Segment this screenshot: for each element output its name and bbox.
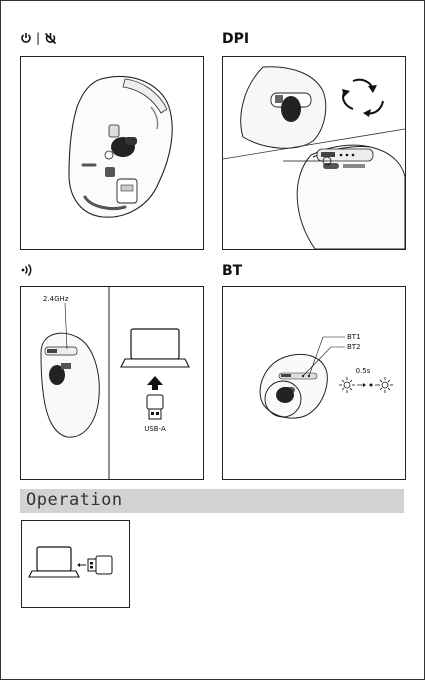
usb-a-label: USB-A [144, 425, 166, 433]
wireless-illustration: 2.4GHz USB-A [21, 287, 203, 479]
bt2-label: BT2 [347, 343, 361, 351]
power-off-icon [44, 32, 57, 45]
operation-header: Operation [20, 489, 404, 513]
operation-panel [21, 520, 130, 608]
wireless-signal-icon [20, 263, 34, 277]
bt1-label: BT1 [347, 333, 361, 341]
dpi-panel [222, 56, 406, 250]
bt-section-title: BT [222, 263, 242, 279]
power-separator: | [36, 31, 40, 45]
wireless-section-title [20, 263, 34, 277]
mouse-bottom-illustration [21, 57, 203, 249]
dpi-section-title: DPI [222, 31, 249, 47]
wireless-panel: 2.4GHz USB-A [20, 286, 204, 480]
power-icon [20, 32, 32, 44]
bt-panel: BT1 BT2 0.5s [222, 286, 406, 480]
dpi-illustration [223, 57, 405, 249]
power-switch-panel [20, 56, 204, 250]
bt-illustration: BT1 BT2 0.5s [223, 287, 405, 479]
operation-illustration [22, 521, 129, 607]
blink-time-label: 0.5s [356, 367, 371, 375]
power-section-title: | [20, 31, 57, 45]
frequency-label: 2.4GHz [43, 295, 69, 303]
operation-title: Operation [26, 490, 123, 510]
